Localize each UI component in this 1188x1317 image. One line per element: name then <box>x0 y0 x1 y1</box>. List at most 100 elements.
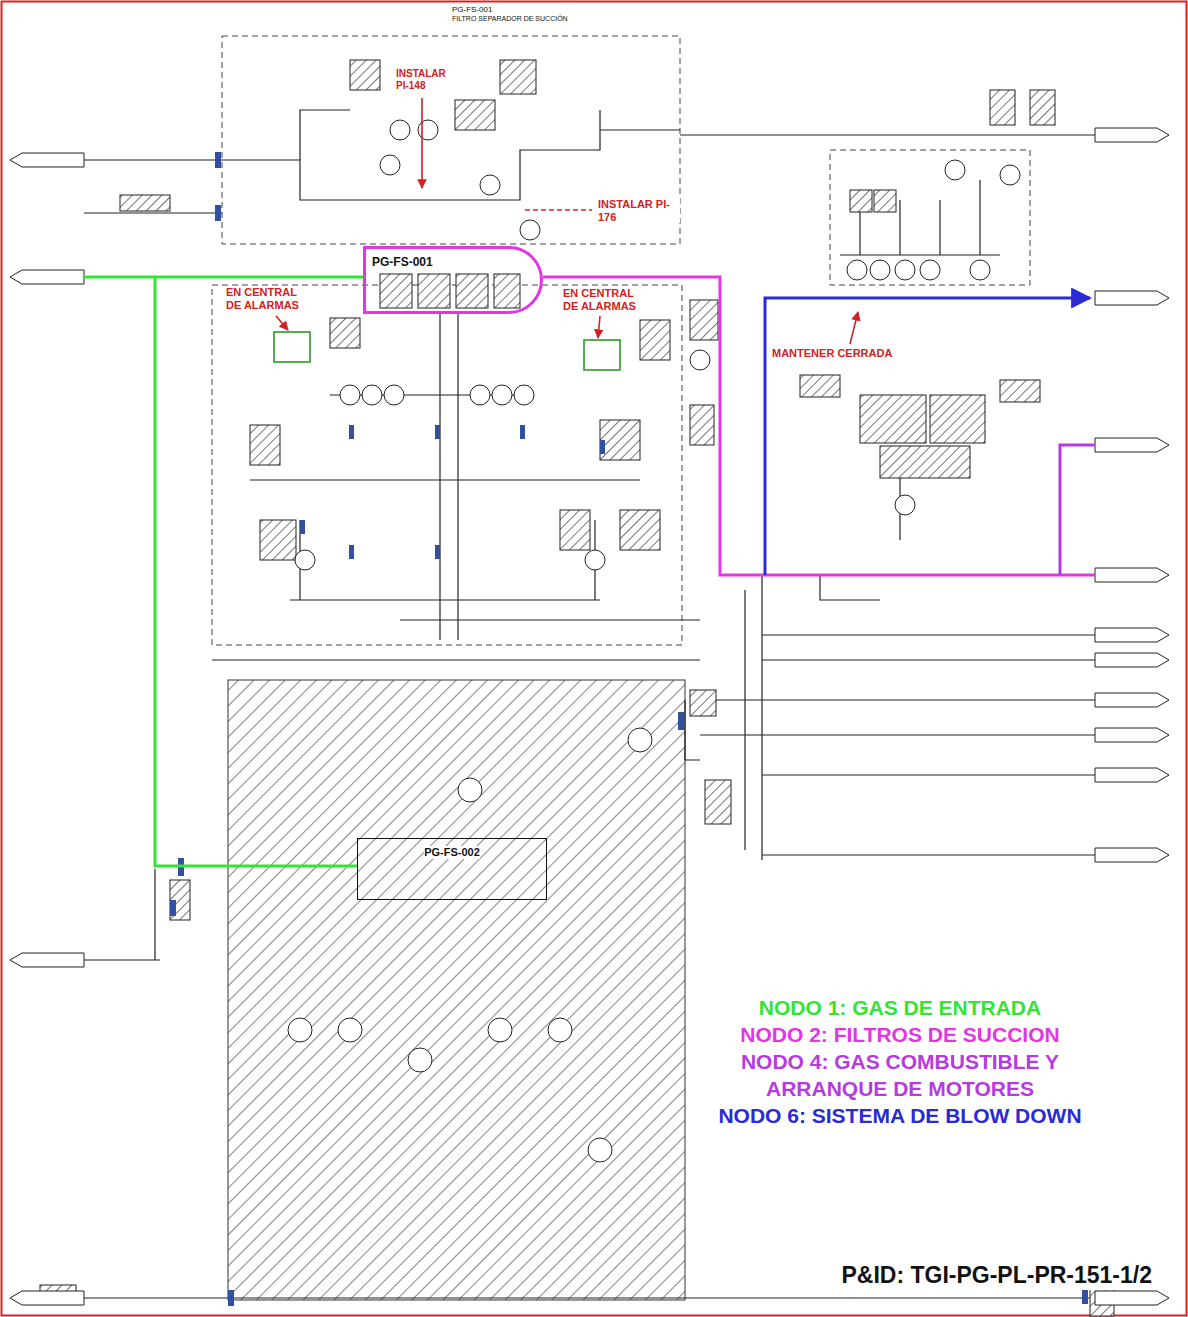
valve-marks <box>215 152 221 168</box>
valve-marks <box>435 425 440 439</box>
markup-leaders <box>850 312 858 344</box>
hatched-equipment <box>455 100 495 130</box>
hatched-equipment <box>456 274 488 308</box>
valve-marks <box>349 545 354 559</box>
process-piping <box>840 254 1000 255</box>
instrument-bubbles <box>480 175 500 195</box>
hatched-equipment <box>690 300 718 340</box>
process-piping <box>700 734 1095 735</box>
hatched-equipment <box>350 60 380 90</box>
instrument-bubbles <box>847 260 867 280</box>
markup-note: EN CENTRAL DE ALARMAS <box>226 286 314 311</box>
hatched-equipment <box>990 90 1015 125</box>
hatched-equipment <box>1000 380 1040 402</box>
hatched-equipment <box>494 274 520 308</box>
process-piping <box>250 479 640 480</box>
off-page-connectors <box>1095 693 1169 707</box>
instrument-bubbles <box>970 260 990 280</box>
inlet-gas-line <box>155 277 363 866</box>
instrument-bubbles <box>690 350 710 370</box>
instrument-bubbles <box>548 1018 572 1042</box>
valve-marks <box>178 858 184 876</box>
legend-text: NODO 1: GAS DE ENTRADA <box>759 996 1041 1019</box>
valve-marks <box>435 545 440 559</box>
legend-text: NODO 4: GAS COMBUSTIBLE Y ARRANQUE DE MO… <box>741 1050 1059 1100</box>
instrument-bubbles <box>895 495 915 515</box>
process-piping <box>680 134 1095 135</box>
valve-marks <box>349 425 354 439</box>
legend-entry: NODO 2: FILTROS DE SUCCION <box>690 1022 1110 1049</box>
markup-leaders <box>276 98 858 344</box>
process-piping <box>300 110 350 160</box>
off-page-connectors <box>10 1291 84 1305</box>
equipment-tag: PG-FS-001 <box>372 256 433 270</box>
instrument-bubbles <box>362 385 382 405</box>
legend-text: NODO 2: FILTROS DE SUCCION <box>740 1023 1059 1046</box>
hatched-equipment <box>640 320 670 360</box>
off-page-connectors <box>1095 438 1169 452</box>
equipment-tag: PG-FS-001 <box>452 5 492 14</box>
off-page-connectors <box>1095 653 1169 667</box>
alarm-boxes <box>274 332 310 362</box>
hatched-equipment <box>850 190 872 212</box>
process-piping <box>939 200 940 255</box>
instrument-bubbles <box>870 260 890 280</box>
instrument-bubbles <box>628 728 652 752</box>
instrument-bubbles <box>295 550 315 570</box>
hatched-equipment <box>500 60 536 94</box>
hatched-equipment <box>930 395 985 443</box>
process-piping <box>212 659 700 660</box>
process-piping <box>762 774 1095 775</box>
instrument-bubbles <box>288 1018 312 1042</box>
hatched-equipment <box>260 520 296 560</box>
instrument-bubbles <box>585 550 605 570</box>
instrument-bubbles <box>488 1018 512 1042</box>
hatched-equipment <box>380 274 412 308</box>
instrument-bubbles <box>1000 165 1020 185</box>
hatched-equipment <box>250 425 280 465</box>
markup-note: INSTALAR PI-176 <box>598 198 680 223</box>
process-piping <box>899 200 900 255</box>
process-piping <box>154 869 155 960</box>
filter-vessel: PG-FS-002 <box>357 838 547 900</box>
instrument-bubbles <box>380 155 400 175</box>
hatched-equipment <box>690 690 716 716</box>
legend-entry: NODO 6: SISTEMA DE BLOW DOWN <box>690 1103 1110 1130</box>
hatched-equipment <box>330 318 360 348</box>
hatched-equipment <box>620 510 660 550</box>
fuel-gas-line <box>1060 445 1095 575</box>
instrument-bubbles <box>384 385 404 405</box>
instrument-bubbles <box>408 1048 432 1072</box>
instrument-bubbles <box>514 385 534 405</box>
valve-marks <box>215 205 221 221</box>
hatched-equipment <box>690 405 714 445</box>
process-piping <box>84 212 222 213</box>
instrument-bubbles <box>390 120 410 140</box>
inlet-gas-line <box>84 276 155 279</box>
node-legend: NODO 1: GAS DE ENTRADA NODO 2: FILTROS DE… <box>690 995 1110 1129</box>
instrument-bubbles <box>418 120 438 140</box>
process-piping <box>762 634 1095 635</box>
process-piping <box>744 590 745 850</box>
hatched-equipment <box>880 446 970 478</box>
suction-filter-line <box>543 277 1095 575</box>
legend-text: NODO 6: SISTEMA DE BLOW DOWN <box>718 1104 1081 1127</box>
hatched-equipment <box>860 395 926 443</box>
process-piping <box>80 110 1095 1298</box>
off-page-connectors <box>10 953 84 967</box>
off-page-connectors <box>1095 768 1169 782</box>
hatched-equipment <box>170 880 190 920</box>
process-piping <box>222 160 380 200</box>
valve-marks <box>600 440 605 454</box>
valve-marks <box>228 1290 234 1306</box>
hatched-equipment <box>560 510 590 550</box>
markup-leaders <box>598 316 600 338</box>
filter-vessel: PG-FS-001 <box>363 246 543 314</box>
hatched-equipment <box>1030 90 1055 125</box>
hatched-equipment <box>705 780 731 824</box>
instrument-bubbles <box>340 385 360 405</box>
process-piping <box>700 699 1095 700</box>
off-page-connectors <box>1095 728 1169 742</box>
